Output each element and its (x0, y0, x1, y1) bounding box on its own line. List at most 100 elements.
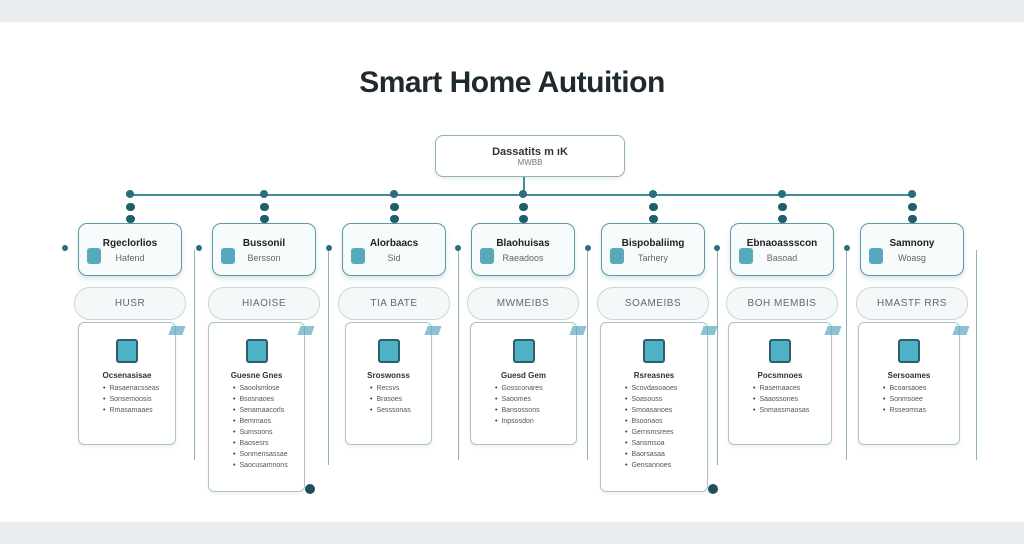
side-node (196, 245, 202, 251)
detail-item: Sesssonas (370, 405, 431, 416)
tablet-icon (739, 248, 753, 264)
connector-link (125, 203, 135, 211)
detail-item: Gossconares (495, 383, 576, 394)
category-pill: HMASTF RRS (856, 287, 968, 320)
detail-item: Saocusamnons (233, 460, 304, 471)
side-line (328, 250, 329, 465)
detail-item: Bsosnaoes (233, 394, 304, 405)
category-pill: HIAOISE (208, 287, 320, 320)
detail-title: Rsreasnes (633, 371, 675, 380)
category-title: Bispobaliimg (621, 238, 685, 249)
category-subtitle: Bersson (247, 253, 281, 263)
category-subtitle: Raeadoos (502, 253, 544, 263)
side-node (326, 245, 332, 251)
root-subtitle: MWBB (517, 158, 543, 167)
detail-item: Recsvs (370, 383, 431, 394)
phone-icon (87, 248, 101, 264)
category-pill: TIA BATE (338, 287, 450, 320)
detail-item: Sonmsoee (883, 394, 959, 405)
side-node (62, 245, 68, 251)
side-line (846, 250, 847, 460)
detail-card: Guesne GnesSaoolsmloseBsosnaoesSenamaaco… (208, 322, 305, 492)
root-title: Dassatits m ıK (492, 146, 568, 158)
detail-card: Guesd GemGossconaresSaoomesBansossonsInp… (470, 322, 577, 445)
detail-item: Gensannoes (625, 460, 707, 471)
category-pill: HUSR (74, 287, 186, 320)
detail-card: PocsmnoesRasemaacesSaaossonesSnmassmaosa… (728, 322, 832, 445)
detail-item: Smoasanoes (625, 405, 707, 416)
sensor-icon (377, 339, 400, 363)
detail-item: Bansossons (495, 405, 576, 416)
connector-node (126, 190, 134, 198)
detail-item: Sansmsoa (625, 438, 707, 449)
end-node (305, 484, 315, 494)
detail-title: Ocsenasisae (102, 371, 152, 380)
connector-node (908, 190, 916, 198)
detail-item: Rsseomsas (883, 405, 959, 416)
detail-item: Soasouss (625, 394, 707, 405)
devices-icon (898, 339, 920, 363)
category-pill: BOH MEMBIS (726, 287, 838, 320)
side-node (455, 245, 461, 251)
category-title: Ebnaoassscon (746, 238, 818, 249)
connector-link (389, 215, 399, 223)
garage-icon (610, 248, 624, 264)
detail-item: Brasoes (370, 394, 431, 405)
connector-node (260, 190, 268, 198)
connector-link (259, 215, 269, 223)
home-hub-icon (512, 339, 535, 363)
detail-item: Saoomes (495, 394, 576, 405)
category-subtitle: Woasg (898, 253, 926, 263)
connector-link (648, 215, 658, 223)
sensor-icon (351, 248, 365, 264)
category-title: Rgeclorlios (102, 238, 158, 249)
connector-link (125, 215, 135, 223)
side-line (194, 250, 195, 460)
detail-item: Saoolsmlose (233, 383, 304, 394)
detail-title: Pocsmnoes (757, 371, 803, 380)
connector-link (518, 215, 528, 223)
side-node (844, 245, 850, 251)
connector-link (907, 203, 917, 211)
category-pill: MWMEIBS (467, 287, 579, 320)
detail-item: Scovdasoaoes (625, 383, 707, 394)
connector-link (389, 203, 399, 211)
root-node: Dassatits m ıK MWBB (435, 135, 625, 177)
connector-node (390, 190, 398, 198)
detail-title: Guesne Gnes (230, 371, 283, 380)
detail-item: Bsoonaos (625, 416, 707, 427)
home-hub-icon (480, 248, 494, 264)
side-line (976, 250, 977, 460)
detail-item: Baosesrs (233, 438, 304, 449)
connector-link (777, 215, 787, 223)
detail-title: Sroswonss (367, 371, 410, 380)
house-icon (245, 339, 268, 363)
detail-item: Saaossones (753, 394, 831, 405)
detail-item: Rmasamaaes (103, 405, 175, 416)
detail-item: Sonsemoosis (103, 394, 175, 405)
side-node (585, 245, 591, 251)
detail-title: Sersoames (887, 371, 931, 380)
side-line (587, 250, 588, 460)
connector-node (778, 190, 786, 198)
detail-card: SroswonssRecsvsBrasoesSesssonas (345, 322, 432, 445)
detail-card: OcsenasisaeRasaenacsseasSonsemoosisRmasa… (78, 322, 176, 445)
house-icon (221, 248, 235, 264)
detail-title: Guesd Gem (501, 371, 546, 380)
category-title: Alorbaacs (369, 238, 419, 249)
detail-card: SersoamesBcoarsaoesSonmsoeeRsseomsas (858, 322, 960, 445)
side-line (717, 250, 718, 465)
detail-card: RsreasnesScovdasoaoesSoasoussSmoasanoesB… (600, 322, 708, 492)
detail-item: Rasemaaces (753, 383, 831, 394)
category-subtitle: Basoad (766, 253, 798, 263)
connector-link (777, 203, 787, 211)
category-title: Blaohuisas (496, 238, 550, 249)
detail-item: Bcoarsaoes (883, 383, 959, 394)
connector-node (519, 190, 527, 198)
detail-item: Inpsosdon (495, 416, 576, 427)
